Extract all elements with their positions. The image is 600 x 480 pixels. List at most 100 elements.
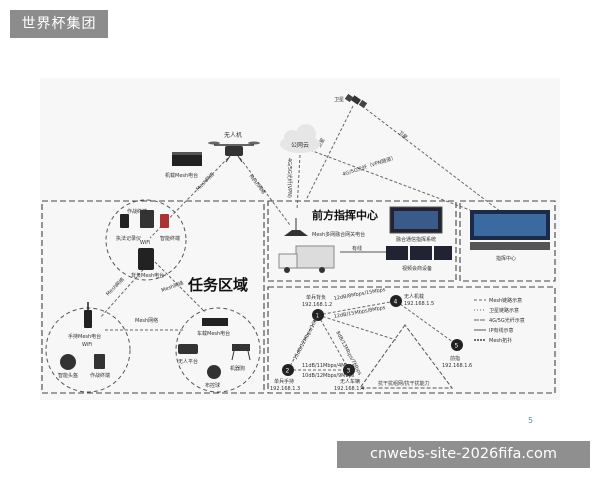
hq-label: 指挥中心 xyxy=(496,255,516,262)
control-ball-label: 布控球 xyxy=(205,382,220,389)
legend-item-1: Mesh链路示意 xyxy=(489,297,522,304)
link-drone-cmd xyxy=(239,157,291,226)
watermark-banner: cnwebs-site-2026fifa.com xyxy=(337,441,590,468)
command-radio-icon xyxy=(284,218,308,236)
command-radio-label: Mesh多网融合网关电台 xyxy=(312,231,365,238)
hq-screen-icon xyxy=(470,210,550,250)
mesh-edge-4-5 xyxy=(395,300,458,346)
brand-label: 世界杯集团 xyxy=(21,16,97,32)
wifi-label-2: WiFi xyxy=(82,342,92,348)
backpack-group-circle xyxy=(105,199,187,281)
fusion-system-icon xyxy=(389,206,443,234)
link-drone-mission xyxy=(149,157,229,239)
satellite-label: 卫星 xyxy=(334,97,344,103)
wifi-label-1: WiFi xyxy=(140,240,150,246)
smart-helmet-label: 智能头盔 xyxy=(58,372,78,379)
vehicle-radio-icon xyxy=(202,318,228,326)
mesh-caption: 抗干扰组网/抗干扰能力 xyxy=(378,380,430,387)
mesh-triangle xyxy=(359,324,453,389)
link-label-sat2: 卫星 xyxy=(397,130,409,141)
backpack-radio-icon xyxy=(138,248,154,270)
rate-label-5: 11dB/11Mbps/4Mbps xyxy=(302,363,355,369)
cloud-label: 公网云 xyxy=(291,142,309,149)
mesh-node-3 xyxy=(343,364,355,376)
mesh-node-4-num: 4 xyxy=(394,299,398,306)
mesh-edge-1-3 xyxy=(317,314,350,371)
uav-platform-icon xyxy=(178,344,198,354)
node2-name: 单兵手持 xyxy=(274,378,294,385)
node3-ip: 192.168.1.4 xyxy=(334,386,364,392)
legend-item-5: Mesh拓扑 xyxy=(489,337,512,344)
vehicle-radio-label: 车载Mesh电台 xyxy=(197,330,230,337)
command-center-title: 前方指挥中心 xyxy=(312,208,378,222)
mission-area-box xyxy=(41,200,265,394)
drone-label: 无人机 xyxy=(224,131,242,139)
rate-label-6: 10dB/12Mbps/9Mbps xyxy=(302,373,355,379)
brand-logo-tag: 世界杯集团 xyxy=(10,10,108,38)
mesh-node-2 xyxy=(282,364,294,376)
mesh-node-4 xyxy=(390,295,402,307)
link-backpack-handheld xyxy=(99,261,151,319)
mesh-node-1 xyxy=(312,309,324,321)
link-cloud-cmd xyxy=(296,154,301,211)
drone-icon xyxy=(208,141,260,163)
tablet-icon xyxy=(140,210,154,228)
legend-item-4: IP有线示意 xyxy=(489,327,514,334)
node3-name: 无人车辆 xyxy=(340,378,360,385)
handheld-radio-icon xyxy=(84,302,92,328)
node2-ip: 192.168.1.3 xyxy=(270,386,300,392)
cloud-icon xyxy=(280,124,320,153)
fusion-system-label: 融合通信指挥系统 xyxy=(396,236,436,243)
command-center-box xyxy=(267,200,457,282)
wire-label: 有线 xyxy=(352,245,362,252)
node5-name: 前指 xyxy=(450,355,460,362)
mesh-node-5-num: 5 xyxy=(455,343,459,350)
command-vehicle-icon xyxy=(278,245,335,273)
legend-item-3: 4G/5G光纤示意 xyxy=(489,317,525,324)
mesh-edge-1-2 xyxy=(287,314,319,371)
handheld-phone-label: 智能终端 xyxy=(160,235,180,242)
mesh-node-1-num: 1 xyxy=(316,313,320,320)
link-cloud-hq xyxy=(309,149,471,211)
satellite-icon xyxy=(344,93,368,109)
handheld-title: 作战终端 xyxy=(127,208,147,215)
link-label-mesh-5: Mesh网络 xyxy=(135,317,158,324)
node1-ip: 192.168.1.2 xyxy=(302,302,332,308)
mesh-node-5 xyxy=(451,339,463,351)
legend-item-2: 卫星链路示意 xyxy=(489,307,519,314)
mesh-edge-1-tri xyxy=(317,314,397,341)
watermark-text: cnwebs-site-2026fifa.com xyxy=(370,446,557,462)
terminal-icon xyxy=(94,354,105,369)
backpack-label: 背负Mesh电台 xyxy=(131,272,164,279)
legend: Mesh链路示意 卫星链路示意 4G/5G光纤示意 IP有线示意 Mesh拓扑 xyxy=(474,297,525,344)
link-label-4g-short: 4G/5G光纤(VPN) xyxy=(286,158,293,198)
uav-platform-label: 无人平台 xyxy=(178,358,198,365)
smartphone-icon xyxy=(160,214,169,228)
node4-ip: 192.168.1.5 xyxy=(404,301,434,307)
drone-radio-label: 机载Mesh电台 xyxy=(165,172,198,179)
mesh-node-2-num: 2 xyxy=(286,368,290,375)
link-label-sat1: 卫星 xyxy=(316,137,326,149)
robot-dog-icon xyxy=(231,344,251,361)
drone-radio-icon xyxy=(172,152,202,166)
handheld-radio-label: 手持Mesh电台 xyxy=(68,333,101,340)
node4-name: 无人机载 xyxy=(404,293,424,300)
phone-icon xyxy=(120,214,129,228)
vehicle-group-circle xyxy=(175,307,261,393)
law-recorder-label: 执法记录仪 xyxy=(116,235,141,242)
helmet-icon xyxy=(60,354,76,370)
mesh-network-box xyxy=(267,286,556,394)
mesh-node-3-num: 3 xyxy=(347,368,351,375)
video-system-icon xyxy=(386,246,452,260)
robot-dog-label: 机器狗 xyxy=(230,365,245,372)
hq-box xyxy=(459,200,556,282)
mission-area-title: 任务区域 xyxy=(187,276,248,294)
node1-name: 单兵背负 xyxy=(306,294,326,301)
node5-ip: 192.168.1.6 xyxy=(442,363,472,369)
terminal-label: 作战终端 xyxy=(90,372,110,379)
video-system-label: 视频会商设备 xyxy=(402,265,432,272)
link-sat-cmd xyxy=(305,105,354,201)
control-ball-icon xyxy=(207,365,221,379)
link-backpack-vehicle xyxy=(154,261,206,313)
